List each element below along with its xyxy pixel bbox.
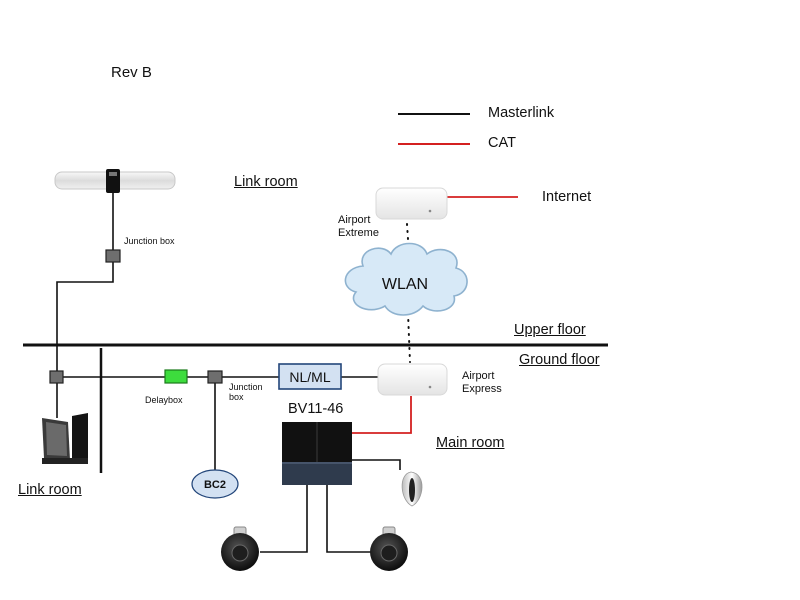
upper-floor-label: Upper floor <box>514 322 586 338</box>
nl-ml-label: NL/ML <box>289 369 330 385</box>
junction-box-ground <box>207 370 223 384</box>
airport-extreme-device <box>375 187 448 220</box>
ground-floor-label: Ground floor <box>519 352 600 368</box>
junction-box-upper <box>105 249 121 263</box>
floor-speaker <box>401 471 423 507</box>
wlan-cloud <box>344 242 468 316</box>
subwoofer-left <box>221 526 259 571</box>
bv11-46-label: BV11-46 <box>288 401 344 417</box>
cable-tv-to-sub-right <box>326 485 372 553</box>
link-room-tv <box>42 413 88 464</box>
junction-box-ground-left <box>49 370 64 384</box>
delaybox-label: Delaybox <box>145 395 183 405</box>
legend-masterlink-label: Masterlink <box>488 105 555 121</box>
wifi-extreme-to-wlan <box>406 223 410 255</box>
link-room-lower-label: Link room <box>18 482 82 498</box>
cable-express-to-tv <box>352 396 412 434</box>
airport-express-device <box>377 363 448 396</box>
link-room-upper-label: Link room <box>234 174 298 190</box>
bc2-label: BC2 <box>204 479 226 491</box>
bv11-46-tv <box>282 422 352 485</box>
cable-junction-to-ground <box>56 262 114 372</box>
cable-tv-to-sub-left <box>260 485 308 553</box>
cable-tv-to-speaker <box>352 459 401 470</box>
revision-label: Rev B <box>111 64 152 81</box>
wifi-wlan-to-express <box>407 312 411 363</box>
airport-extreme-label: Airport Extreme <box>338 214 379 239</box>
airport-express-label: Airport Express <box>462 370 502 395</box>
wlan-label: WLAN <box>382 276 428 293</box>
junction-box-ground-label: Junction box <box>229 382 263 403</box>
nl-ml-converter <box>278 363 342 390</box>
soundbar-speaker <box>54 169 176 193</box>
junction-box-upper-label: Junction box <box>124 236 175 246</box>
main-room-label: Main room <box>436 435 505 451</box>
subwoofer-right <box>370 526 408 571</box>
bc2-controller <box>191 469 239 499</box>
internet-label: Internet <box>542 189 592 205</box>
legend-cat-label: CAT <box>488 135 516 151</box>
delaybox <box>164 369 188 384</box>
